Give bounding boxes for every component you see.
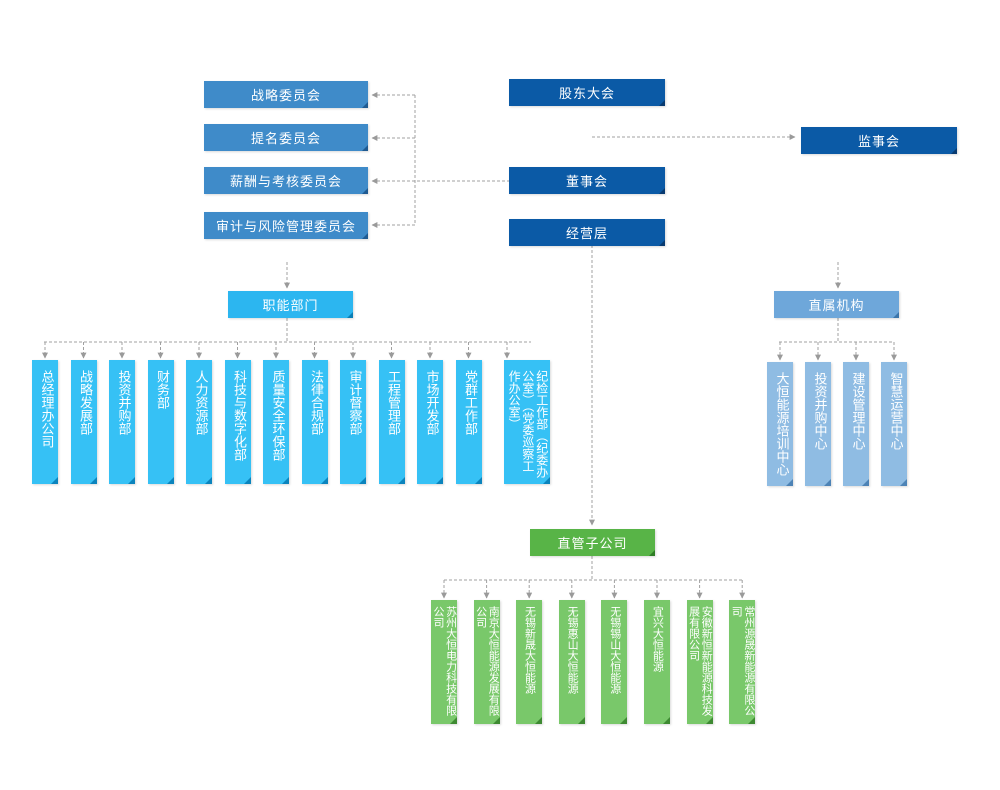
committee-compensation: 薪酬与考核委员会	[204, 167, 368, 194]
dept-card-13: 纪检工作部（纪委办公室）（党委巡察工作办公室）	[504, 360, 550, 484]
dept-card-11: 市场开发部	[417, 360, 443, 484]
board-of-directors: 董事会	[509, 167, 665, 194]
committee-strategy: 战略委员会	[204, 81, 368, 108]
dept-card-3: 投资并购部	[109, 360, 135, 484]
affiliated-card-1: 大恒能源培训中心	[767, 362, 793, 486]
affiliated-card-3: 建设管理中心	[843, 362, 869, 486]
subsidiary-card-6: 宜兴大恒能源	[644, 600, 670, 724]
subsidiary-card-2: 南京大恒能源发展有限公司	[473, 600, 500, 724]
subsidiary-card-8: 常州源晟新能源有限公司	[729, 600, 756, 724]
shareholders-meeting: 股东大会	[509, 79, 665, 106]
subsidiary-card-7: 安徽新恒新能源科技发展有限公司	[686, 600, 713, 724]
functional-departments-header: 职能部门	[228, 291, 353, 318]
dept-card-12: 党群工作部	[455, 360, 482, 484]
dept-card-8: 法律合规部	[301, 360, 328, 484]
supervisory-board: 监事会	[801, 127, 957, 154]
committee-nomination: 提名委员会	[204, 124, 368, 151]
affiliated-institutions-header: 直属机构	[774, 291, 899, 318]
subsidiary-card-4: 无锡惠山大恒能源	[558, 600, 585, 724]
dept-card-10: 工程管理部	[378, 360, 405, 484]
subsidiary-card-5: 无锡锡山大恒能源	[601, 600, 628, 724]
dept-card-4: 财务部	[147, 360, 174, 484]
affiliated-card-2: 投资并购中心	[805, 362, 831, 486]
dept-card-6: 科技与数字化部	[224, 360, 251, 484]
dept-card-1: 总经理办公司	[32, 360, 58, 484]
dept-card-7: 质量安全环保部	[263, 360, 289, 484]
dept-card-5: 人力资源部	[186, 360, 212, 484]
subsidiaries-header: 直管子公司	[530, 529, 655, 556]
subsidiary-card-3: 无锡新晟大恒能源	[516, 600, 543, 724]
committee-audit-risk: 审计与风险管理委员会	[204, 212, 368, 239]
dept-card-2: 战略发展部	[70, 360, 97, 484]
management-layer: 经营层	[509, 219, 665, 246]
affiliated-card-4: 智慧运营中心	[881, 362, 907, 486]
subsidiary-card-1: 苏州大恒电力科技有限公司	[431, 600, 458, 724]
dept-card-9: 审计督察部	[340, 360, 366, 484]
